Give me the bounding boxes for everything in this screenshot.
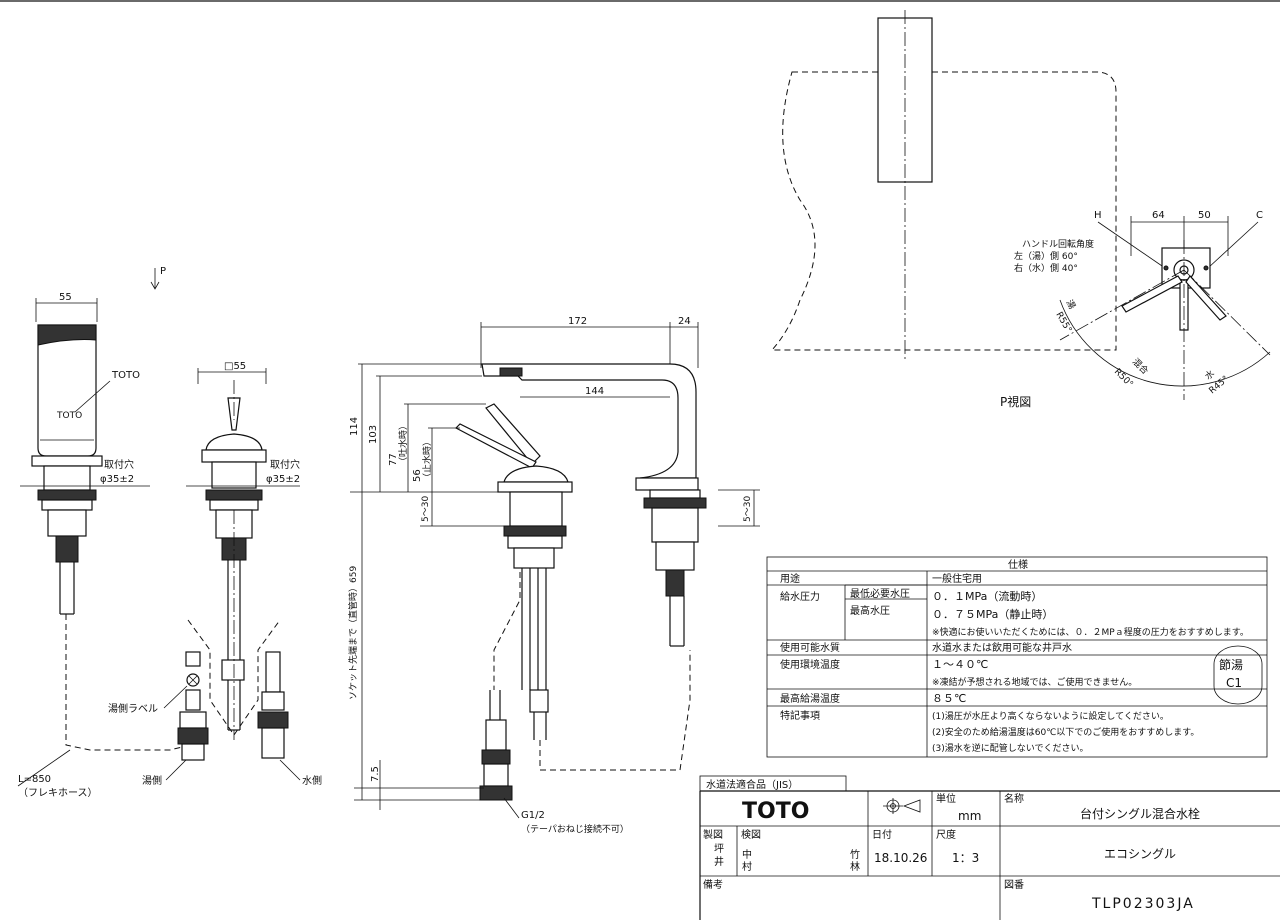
p-view-h-label: H (1094, 210, 1102, 221)
spec-row-label: 特記事項 (780, 709, 820, 722)
scale-value: 1：3 (952, 851, 979, 865)
handle-left-angle: 左（湯）側 60° (1014, 250, 1078, 262)
dim-5-30-left: 5〜30 (421, 496, 431, 522)
name-label: 名称 (1004, 792, 1024, 805)
dim-172: 172 (568, 316, 587, 327)
dim-77: 77 (388, 453, 399, 466)
made-label: 製図 (703, 828, 723, 841)
check-value-4: 林 (850, 860, 860, 873)
spec-row-value: ０．７５MPa（静止時） (932, 607, 1053, 621)
front-view: P 55 TOTO TOTO 取付穴 φ35±2 (20, 266, 166, 615)
side-width-dim: □55 (224, 361, 246, 372)
dim-144: 144 (585, 386, 604, 397)
side-view: □55 取付穴 φ35±2 湯側ラベル (17, 361, 322, 799)
spec-row-value: 一般住宅用 (932, 572, 982, 585)
note-56: （止水時） (421, 437, 433, 482)
jis-label: 水道法適合品（JIS） (706, 778, 798, 791)
side-mount-hole-label: 取付穴 (270, 458, 300, 471)
spec-row-value: ８５℃ (932, 692, 966, 705)
spec-row-value: ０．１MPa（流動時） (932, 589, 1042, 603)
handle-rotation-arc (1059, 299, 1271, 387)
p-view-c-label: C (1256, 210, 1263, 221)
made-value-1: 坪 (714, 842, 724, 855)
notes-label: 備考 (703, 878, 723, 891)
p-view-title: P視図 (1000, 394, 1031, 409)
thread-note: （テーパおねじ接続不可） (521, 823, 629, 835)
date-value: 18.10.26 (874, 851, 927, 865)
dim-114: 114 (349, 417, 360, 436)
cold-side-label: 水側 (302, 774, 322, 787)
spec-table: 仕様 用途 一般住宅用 給水圧力 最低必要水圧 ０．１MPa（流動時） 最高水圧… (766, 556, 1268, 758)
drawing-no-label: 図番 (1004, 879, 1024, 891)
dim-56: 56 (412, 469, 423, 482)
thread-label: G1/2 (521, 810, 545, 821)
spec-row-label: 用途 (780, 572, 800, 585)
projection-symbol-icon (883, 798, 921, 814)
arc-mix-radius: R50° (1112, 367, 1135, 390)
dim-103: 103 (368, 425, 379, 444)
product-series: エコシングル (1104, 847, 1176, 861)
brand-logo: TOTO (742, 799, 809, 824)
side-mount-hole-value: φ35±2 (266, 474, 300, 485)
check-value-2: 村 (742, 860, 752, 873)
scale-label: 尺度 (936, 828, 956, 841)
spec-row-note: (3)湯水を逆に配管しないでください。 (932, 742, 1088, 754)
dim-659: ソケット先端まで（直管時）659 (347, 566, 359, 700)
p-view-dim-64: 64 (1152, 210, 1165, 221)
counter-outline (770, 71, 1117, 351)
spec-row-label: 給水圧力 (780, 590, 820, 603)
handle-right-angle: 右（水）側 40° (1014, 262, 1078, 274)
hot-label-note: 湯側ラベル (108, 702, 158, 715)
front-body-logo: TOTO (56, 411, 82, 421)
arc-hot-label: 湯 (1063, 298, 1077, 311)
spec-title: 仕様 (1008, 558, 1028, 571)
spec-row-value: １〜４０℃ (932, 658, 988, 671)
front-mount-hole-value: φ35±2 (100, 474, 134, 485)
front-brand-label: TOTO (111, 370, 140, 381)
front-mount-hole-label: 取付穴 (104, 458, 134, 471)
spec-row-note: ※凍結が予想される地域では、ご使用できません。 (932, 676, 1137, 688)
eco-stamp-top: 節湯 (1219, 657, 1243, 672)
unit-label: 単位 (936, 792, 956, 805)
handle-angle-title: ハンドル回転角度 (1022, 238, 1094, 250)
eco-stamp-bottom: C1 (1226, 676, 1242, 690)
spec-row-sub: 最高水圧 (850, 604, 890, 617)
hose-note: （フレキホース） (18, 787, 98, 799)
unit-value: mm (958, 809, 981, 823)
spout (481, 363, 697, 479)
front-width-dim: 55 (59, 292, 72, 303)
front-lever-top (37, 324, 97, 346)
p-arrow-label: P (160, 266, 166, 277)
check-value-1: 中 (742, 848, 752, 861)
check-label: 検図 (741, 828, 761, 841)
note-77: （吐水時） (397, 421, 409, 466)
spec-row-value: 水道水または飲用可能な井戸水 (932, 641, 1072, 654)
p-view: P視図 H C 64 50 ハンドル回転角度 左（湯）側 60° 右（水）側 4… (770, 10, 1271, 409)
check-value-3: 竹 (850, 848, 860, 861)
spec-row-note: ※快適にお使いいただくためには、０．２MPａ程度の圧力をおすすめします。 (932, 626, 1249, 638)
dim-24: 24 (678, 316, 691, 327)
hot-side-label: 湯側 (142, 774, 162, 787)
elevation-view: 172 24 144 (347, 316, 760, 835)
spec-row-label: 最高給湯温度 (780, 692, 840, 705)
drawing-number: TLP02303JA (1091, 896, 1195, 912)
arc-cold-label: 水 (1202, 367, 1217, 382)
spec-row-label: 使用環境温度 (780, 658, 840, 671)
spec-row-note: (2)安全のため給湯温度は60℃以下でのご使用をおすすめします。 (932, 726, 1199, 738)
eco-stamp (1213, 645, 1263, 705)
date-label: 日付 (872, 828, 892, 841)
hose-length: L=850 (18, 774, 51, 785)
title-block: 水道法適合品（JIS） TOTO 単位 mm 名称 台付シングル混合水栓 製図 … (699, 775, 1280, 920)
arc-mix-label: 混合 (1130, 356, 1151, 377)
made-value-2: 井 (714, 855, 724, 868)
p-view-dim-50: 50 (1198, 210, 1211, 221)
spec-row-label: 使用可能水質 (780, 641, 840, 654)
p-arrow-icon (150, 281, 160, 290)
dim-5-30-right: 5〜30 (743, 496, 753, 522)
product-name: 台付シングル混合水栓 (1080, 806, 1200, 821)
spec-row-note: (1)湯圧が水圧より高くならないように設定してください。 (932, 710, 1169, 722)
dim-7-5: 7.5 (370, 766, 381, 782)
spec-row-sub: 最低必要水圧 (850, 587, 910, 600)
